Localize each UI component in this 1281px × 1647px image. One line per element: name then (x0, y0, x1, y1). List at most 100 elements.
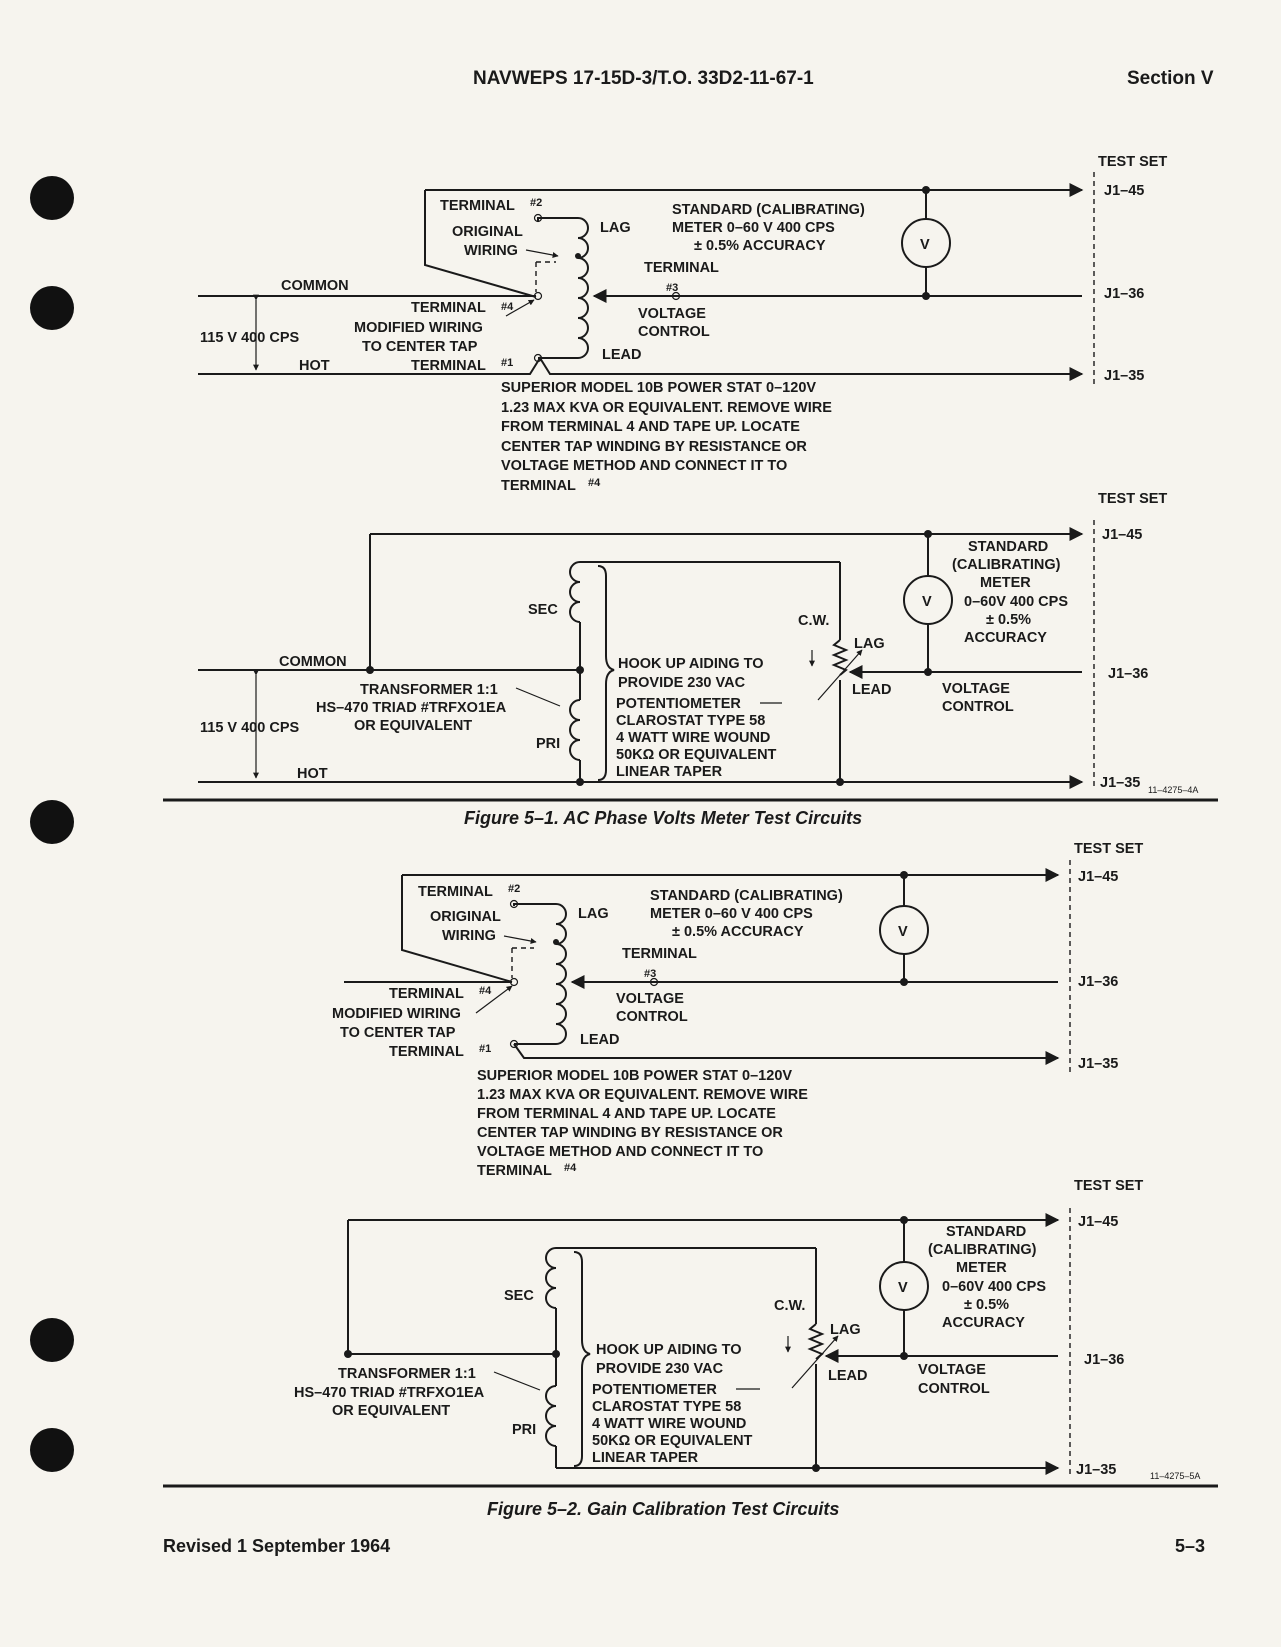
test-set-label: TEST SET (1098, 491, 1167, 507)
terminal-number: #4 (588, 477, 601, 489)
calibrating-label: (CALIBRATING) (928, 1242, 1037, 1258)
meter-spec-label: METER 0–60 V 400 CPS (672, 220, 835, 236)
hot-line-label: HOT (299, 358, 330, 374)
std-cal-label: STANDARD (CALIBRATING) (672, 202, 865, 218)
note-line: FROM TERMINAL 4 AND TAPE UP. LOCATE (477, 1106, 776, 1122)
terminal-number: #2 (508, 883, 520, 895)
triad-label: HS–470 TRIAD #TRFXO1EA (316, 700, 507, 716)
note-line: SUPERIOR MODEL 10B POWER STAT 0–120V (501, 380, 816, 396)
j1-36-label: J1–36 (1104, 286, 1144, 302)
range-label: 0–60V 400 CPS (942, 1279, 1046, 1295)
note-line: TERMINAL (501, 478, 576, 494)
voltmeter-label: V (920, 237, 930, 253)
or-equiv-label: OR EQUIVALENT (354, 718, 472, 734)
modified-wiring-label: MODIFIED WIRING (354, 320, 483, 336)
section-label: Section V (1127, 68, 1214, 89)
page-number: 5–3 (1175, 1536, 1206, 1556)
note-line: 1.23 MAX KVA OR EQUIVALENT. REMOVE WIRE (501, 400, 832, 416)
lag-label: LAG (600, 220, 631, 236)
transformer-label: TRANSFORMER 1:1 (338, 1366, 476, 1382)
terminal-number: #3 (666, 282, 678, 294)
transformer-label: TRANSFORMER 1:1 (360, 682, 498, 698)
terminal-1-label: TERMINAL (411, 358, 486, 374)
fig1-bottom-circuit: TEST SET J1–45 J1–36 J1–35 V 115 V 400 C… (198, 491, 1198, 795)
lag-label: LAG (830, 1322, 861, 1338)
pct-label: ± 0.5% (964, 1297, 1009, 1313)
test-set-label: TEST SET (1098, 154, 1167, 170)
wiring-label: WIRING (464, 243, 518, 259)
control-label: CONTROL (638, 324, 710, 340)
figure-caption: Figure 5–2. Gain Calibration Test Circui… (487, 1499, 840, 1519)
pri-label: PRI (536, 736, 560, 752)
original-label: ORIGINAL (452, 224, 523, 240)
meter-spec-label: METER 0–60 V 400 CPS (650, 906, 813, 922)
test-set-label: TEST SET (1074, 841, 1143, 857)
lead-label: LEAD (828, 1368, 867, 1384)
j1-36-label: J1–36 (1108, 666, 1148, 682)
j1-36-label: J1–36 (1078, 974, 1118, 990)
terminal-1-label: TERMINAL (389, 1044, 464, 1060)
cw-label: C.W. (798, 613, 829, 629)
lag-label: LAG (578, 906, 609, 922)
note-line: TERMINAL (477, 1163, 552, 1179)
center-tap-label: TO CENTER TAP (340, 1025, 456, 1041)
document-number: NAVWEPS 17-15D-3/T.O. 33D2-11-67-1 (473, 68, 814, 89)
terminal-4-label: TERMINAL (411, 300, 486, 316)
modified-wiring-label: MODIFIED WIRING (332, 1006, 461, 1022)
voltmeter-label: V (922, 594, 932, 610)
terminal-4-label: TERMINAL (389, 986, 464, 1002)
pot-line-5: LINEAR TAPER (592, 1450, 699, 1466)
voltage-label: VOLTAGE (918, 1362, 986, 1378)
hook-line-2: PROVIDE 230 VAC (618, 675, 746, 691)
lead-label: LEAD (852, 682, 891, 698)
note-line: VOLTAGE METHOD AND CONNECT IT TO (501, 458, 787, 474)
pot-line-2: CLAROSTAT TYPE 58 (616, 713, 765, 729)
lag-label: LAG (854, 636, 885, 652)
source-label: 115 V 400 CPS (200, 720, 299, 736)
hook-line-1: HOOK UP AIDING TO (618, 656, 764, 672)
revision-date: Revised 1 September 1964 (163, 1536, 391, 1556)
j1-45-label: J1–45 (1078, 869, 1118, 885)
terminal-label: TERMINAL (440, 198, 515, 214)
common-line-label: COMMON (281, 278, 349, 294)
standard-label: STANDARD (968, 539, 1048, 555)
pot-line-1: POTENTIOMETER (616, 696, 741, 712)
common-line-label: COMMON (279, 654, 347, 670)
calibrating-label: (CALIBRATING) (952, 557, 1061, 573)
accuracy-label: ± 0.5% ACCURACY (672, 924, 804, 940)
hot-line-label: HOT (297, 766, 328, 782)
sec-label: SEC (504, 1288, 534, 1304)
control-label: CONTROL (918, 1381, 990, 1397)
figure-caption: Figure 5–1. AC Phase Volts Meter Test Ci… (464, 808, 863, 828)
note-line: VOLTAGE METHOD AND CONNECT IT TO (477, 1144, 763, 1160)
pot-line-3: 4 WATT WIRE WOUND (592, 1416, 746, 1432)
source-label: 115 V 400 CPS (200, 330, 299, 346)
pct-label: ± 0.5% (986, 612, 1031, 628)
terminal-3-label: TERMINAL (644, 260, 719, 276)
voltmeter-label: V (898, 924, 908, 940)
pot-line-2: CLAROSTAT TYPE 58 (592, 1399, 741, 1415)
control-label: CONTROL (942, 699, 1014, 715)
binder-hole (30, 286, 74, 330)
j1-35-label: J1–35 (1076, 1462, 1116, 1478)
terminal-3-label: TERMINAL (622, 946, 697, 962)
pot-line-3: 4 WATT WIRE WOUND (616, 730, 770, 746)
lead-label: LEAD (580, 1032, 619, 1048)
terminal-number: #1 (501, 357, 513, 369)
binder-hole (30, 176, 74, 220)
hook-line-1: HOOK UP AIDING TO (596, 1342, 742, 1358)
accuracy-label: ± 0.5% ACCURACY (694, 238, 826, 254)
test-set-label: TEST SET (1074, 1178, 1143, 1194)
terminal-number: #4 (501, 301, 514, 313)
j1-35-label: J1–35 (1100, 775, 1140, 791)
note-line: CENTER TAP WINDING BY RESISTANCE OR (501, 439, 807, 455)
note-line: FROM TERMINAL 4 AND TAPE UP. LOCATE (501, 419, 800, 435)
pot-line-5: LINEAR TAPER (616, 764, 723, 780)
j1-35-label: J1–35 (1078, 1056, 1118, 1072)
voltage-label: VOLTAGE (638, 306, 706, 322)
terminal-number: #3 (644, 968, 656, 980)
fig1-top-circuit: TEST SET J1–45 J1–36 J1–35 V 115 V 400 C… (198, 154, 1167, 494)
meter-label: METER (980, 575, 1031, 591)
j1-45-label: J1–45 (1102, 527, 1142, 543)
binder-hole (30, 800, 74, 844)
